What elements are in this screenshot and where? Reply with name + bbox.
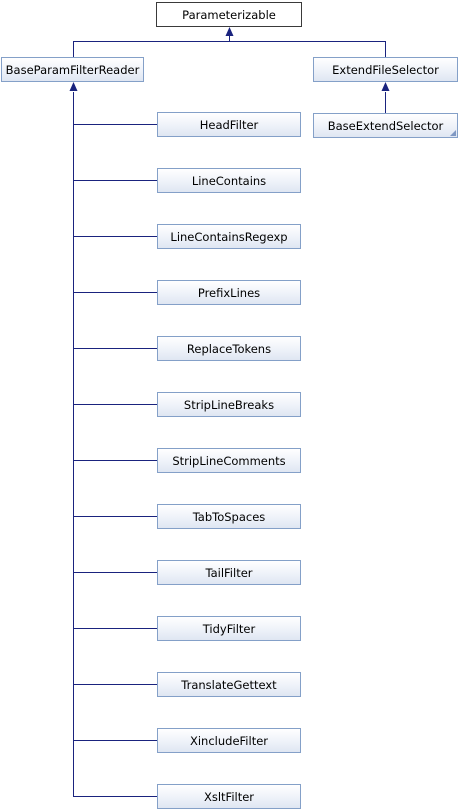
node-line-contains-regexp[interactable]: LineContainsRegexp [157,224,301,249]
node-replace-tokens[interactable]: ReplaceTokens [157,336,301,361]
node-label: BaseExtendSelector [327,118,444,133]
node-tail-filter[interactable]: TailFilter [157,560,301,585]
node-label: StripLineComments [172,453,286,468]
node-base-extend-selector[interactable]: BaseExtendSelector [313,113,458,138]
node-label: LineContainsRegexp [170,229,288,244]
left-parent-arrowhead [69,82,78,91]
node-prefix-lines[interactable]: PrefixLines [157,280,301,305]
node-tab-to-spaces[interactable]: TabToSpaces [157,504,301,529]
node-translate-gettext[interactable]: TranslateGettext [157,672,301,697]
node-label: StripLineBreaks [183,397,275,412]
node-head-filter[interactable]: HeadFilter [157,112,301,137]
node-xslt-filter[interactable]: XsltFilter [157,784,301,809]
node-label: LineContains [191,173,267,188]
node-base-param-filter-reader[interactable]: BaseParamFilterReader [1,57,144,82]
node-label: TranslateGettext [181,677,277,692]
node-label: TidyFilter [202,621,256,636]
node-strip-line-breaks[interactable]: StripLineBreaks [157,392,301,417]
node-label: TabToSpaces [192,509,266,524]
right-parent-arrowhead [381,82,390,91]
collapsed-corner-icon [450,130,456,136]
node-label: XincludeFilter [189,733,269,748]
node-label: ExtendFileSelector [332,62,439,77]
node-xinclude-filter[interactable]: XincludeFilter [157,728,301,753]
node-label: HeadFilter [199,117,259,132]
node-label: ReplaceTokens [186,341,272,356]
node-strip-line-comments[interactable]: StripLineComments [157,448,301,473]
node-line-contains[interactable]: LineContains [157,168,301,193]
node-label: Parameterizable [182,7,276,22]
node-label: XsltFilter [203,789,255,804]
node-parameterizable[interactable]: Parameterizable [156,2,302,27]
node-label: PrefixLines [197,285,261,300]
node-tidy-filter[interactable]: TidyFilter [157,616,301,641]
node-extend-file-selector[interactable]: ExtendFileSelector [313,57,458,82]
root-arrowhead [225,27,234,36]
node-label: TailFilter [205,565,253,580]
node-label: BaseParamFilterReader [5,62,140,77]
